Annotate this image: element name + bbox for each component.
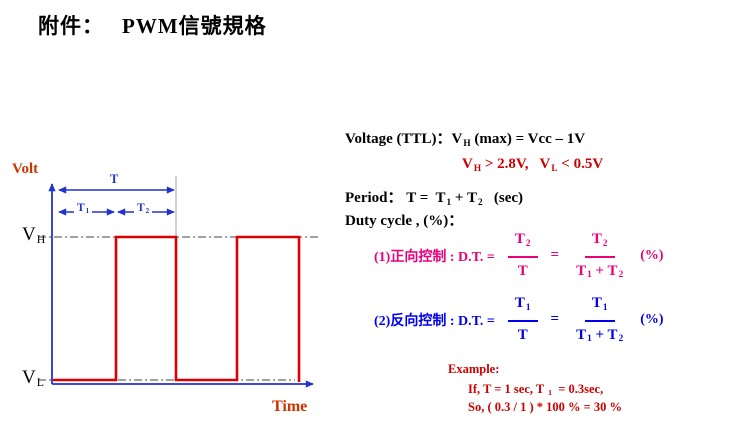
formula-forward-label: (1)正向控制 : D.T. = <box>374 249 495 265</box>
example-line-1: If, T = 1 sec, T 1 = 0.3sec, <box>468 382 603 397</box>
plus-t-symbol: + T <box>591 262 618 279</box>
t-subscript: 1 <box>587 270 592 281</box>
example-text-2: = 0.3sec, <box>552 382 604 396</box>
formula-reverse-control: (2)反向控制 : D.T. = T1 T = T1 T1 + T2 (%) <box>374 295 664 344</box>
title-subject: PWM信號規格 <box>122 14 267 38</box>
t-symbol: T <box>576 326 587 343</box>
fraction-t1-over-t: T1 T <box>507 295 538 344</box>
vl-base: V <box>22 367 36 388</box>
range-vl-subscript: L <box>551 163 558 174</box>
t-subscript: 2 <box>602 238 608 249</box>
t2-arrow-label: T2 <box>134 202 153 215</box>
voltage-range-line: VH > 2.8V, VL < 0.5V <box>462 156 603 174</box>
example-line-2: So, ( 0.3 / 1 ) * 100 % = 30 % <box>468 400 622 414</box>
voltage-text-2: (max) = Vcc – 1V <box>470 131 586 147</box>
t1-subscript: 1 <box>85 206 90 215</box>
fraction-denominator: T1 + T2 <box>572 322 627 345</box>
equals-sign: = <box>550 247 560 264</box>
example-text: If, T = 1 sec, T <box>468 382 548 396</box>
fraction-t1-over-t1-plus-t2: T1 T1 + T2 <box>572 295 627 344</box>
t-subscript: 2 <box>525 238 531 249</box>
t1-arrow-label: T1 <box>74 202 93 215</box>
t-subscript: 2 <box>618 334 624 345</box>
fraction-numerator: T1 <box>584 295 615 322</box>
vh-subscript: H <box>36 233 46 247</box>
t-subscript: 1 <box>602 302 608 313</box>
t-subscript: 1 <box>548 388 553 398</box>
fraction-t2-over-t1-plus-t2: T2 T1 + T2 <box>572 231 627 280</box>
range-vh-base: V <box>462 156 473 172</box>
percent-label: (%) <box>640 247 664 263</box>
voltage-text: Voltage (TTL)：V <box>345 131 463 147</box>
period-line: Period： T = T1 + T2 (sec) <box>345 186 523 208</box>
vl-level-label: VL <box>22 367 44 390</box>
fraction-numerator: T2 <box>507 231 538 258</box>
duty-cycle-line: Duty cycle , (%)： <box>345 213 464 229</box>
t-symbol: T <box>514 231 525 248</box>
fraction-t2-over-t: T2 T <box>507 231 538 280</box>
waveform-svg <box>38 176 318 388</box>
voltage-ttl-line: Voltage (TTL)：VH (max) = Vcc – 1V <box>345 127 585 149</box>
fraction-numerator: T2 <box>584 231 615 258</box>
t-subscript: 2 <box>618 270 624 281</box>
page-title: 附件： PWM信號規格 <box>38 10 267 40</box>
period-plus-text: + T <box>451 190 477 206</box>
title-attachment: 附件： <box>38 14 104 38</box>
vh-base: V <box>22 224 36 245</box>
period-text: Period： T = T <box>345 190 446 206</box>
t1-base: T <box>77 202 85 214</box>
t-subscript: 1 <box>525 302 531 313</box>
pwm-waveform <box>53 235 301 382</box>
percent-label: (%) <box>640 311 664 327</box>
t2-base: T <box>137 202 145 214</box>
vh-level-label: VH <box>22 224 45 247</box>
volt-axis-label: Volt <box>12 161 39 177</box>
formula-forward-control: (1)正向控制 : D.T. = T2 T = T2 T1 + T2 (%) <box>374 231 664 280</box>
time-axis-label: Time <box>272 398 308 415</box>
range-end-text: < 0.5V <box>557 156 604 172</box>
voltage-vh-subscript: H <box>463 138 471 149</box>
t-symbol: T <box>514 295 525 312</box>
fraction-denominator: T <box>517 262 528 279</box>
fraction-denominator: T1 + T2 <box>572 258 627 281</box>
t-symbol: T <box>576 262 587 279</box>
equals-sign: = <box>550 311 560 328</box>
t2-subscript: 2 <box>145 206 150 215</box>
pwm-waveform-diagram: Volt T T1 T2 VH VL Time <box>10 158 350 436</box>
period-sec-text: (sec) <box>482 190 524 206</box>
plus-t-symbol: + T <box>591 326 618 343</box>
period-arrow-label: T <box>110 172 119 186</box>
t-symbol: T <box>591 231 602 247</box>
period-t2-subscript: 2 <box>477 197 483 208</box>
period-t1-subscript: 1 <box>446 197 452 208</box>
fraction-denominator: T <box>517 326 528 343</box>
range-mid-text: > 2.8V, V <box>481 156 551 172</box>
fraction-numerator: T1 <box>507 295 538 322</box>
formula-reverse-label: (2)反向控制 : D.T. = <box>374 313 495 329</box>
t-symbol: T <box>591 295 602 311</box>
t-subscript: 1 <box>587 334 592 345</box>
range-vh-subscript: H <box>473 163 482 174</box>
vl-subscript: L <box>36 376 44 390</box>
example-heading: Example: <box>448 362 500 376</box>
